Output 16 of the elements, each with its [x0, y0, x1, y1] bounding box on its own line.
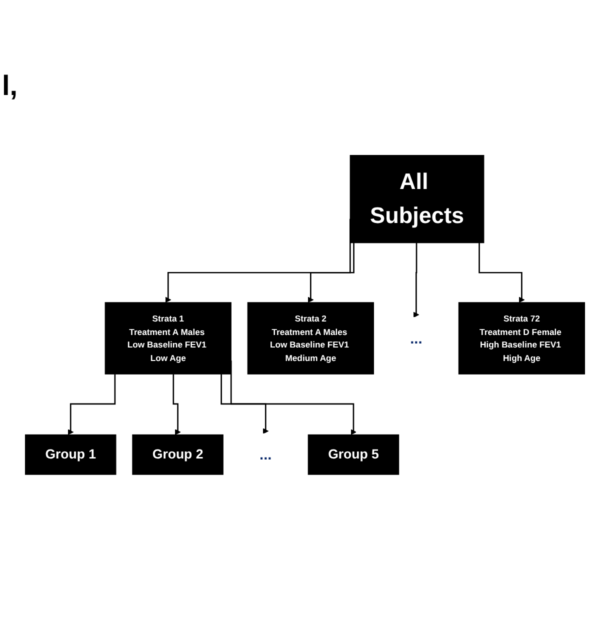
text-fragment: l, [2, 70, 18, 102]
arrow [172, 374, 181, 435]
arrow [68, 374, 116, 435]
arrow [478, 242, 525, 302]
node-box: Group 5 [308, 434, 400, 474]
arrow [308, 242, 354, 302]
node-box: All Subjects [350, 154, 484, 243]
node-text: ... [260, 446, 272, 463]
node-box: Group 2 [132, 434, 224, 474]
node-box: Strata 1 Treatment A Males Low Baseline FEV1 Low Age [104, 302, 232, 374]
arrow [220, 374, 269, 434]
node-box: Strata 72 Treatment D Female High Baseline FEV1 High Age [458, 302, 586, 374]
node-text: ... [410, 330, 422, 346]
node-box: Strata 2 Treatment A Males Low Baseline FEV1 Medium Age [247, 302, 374, 374]
node-box: Group 1 [24, 434, 116, 474]
arrow [413, 242, 420, 318]
